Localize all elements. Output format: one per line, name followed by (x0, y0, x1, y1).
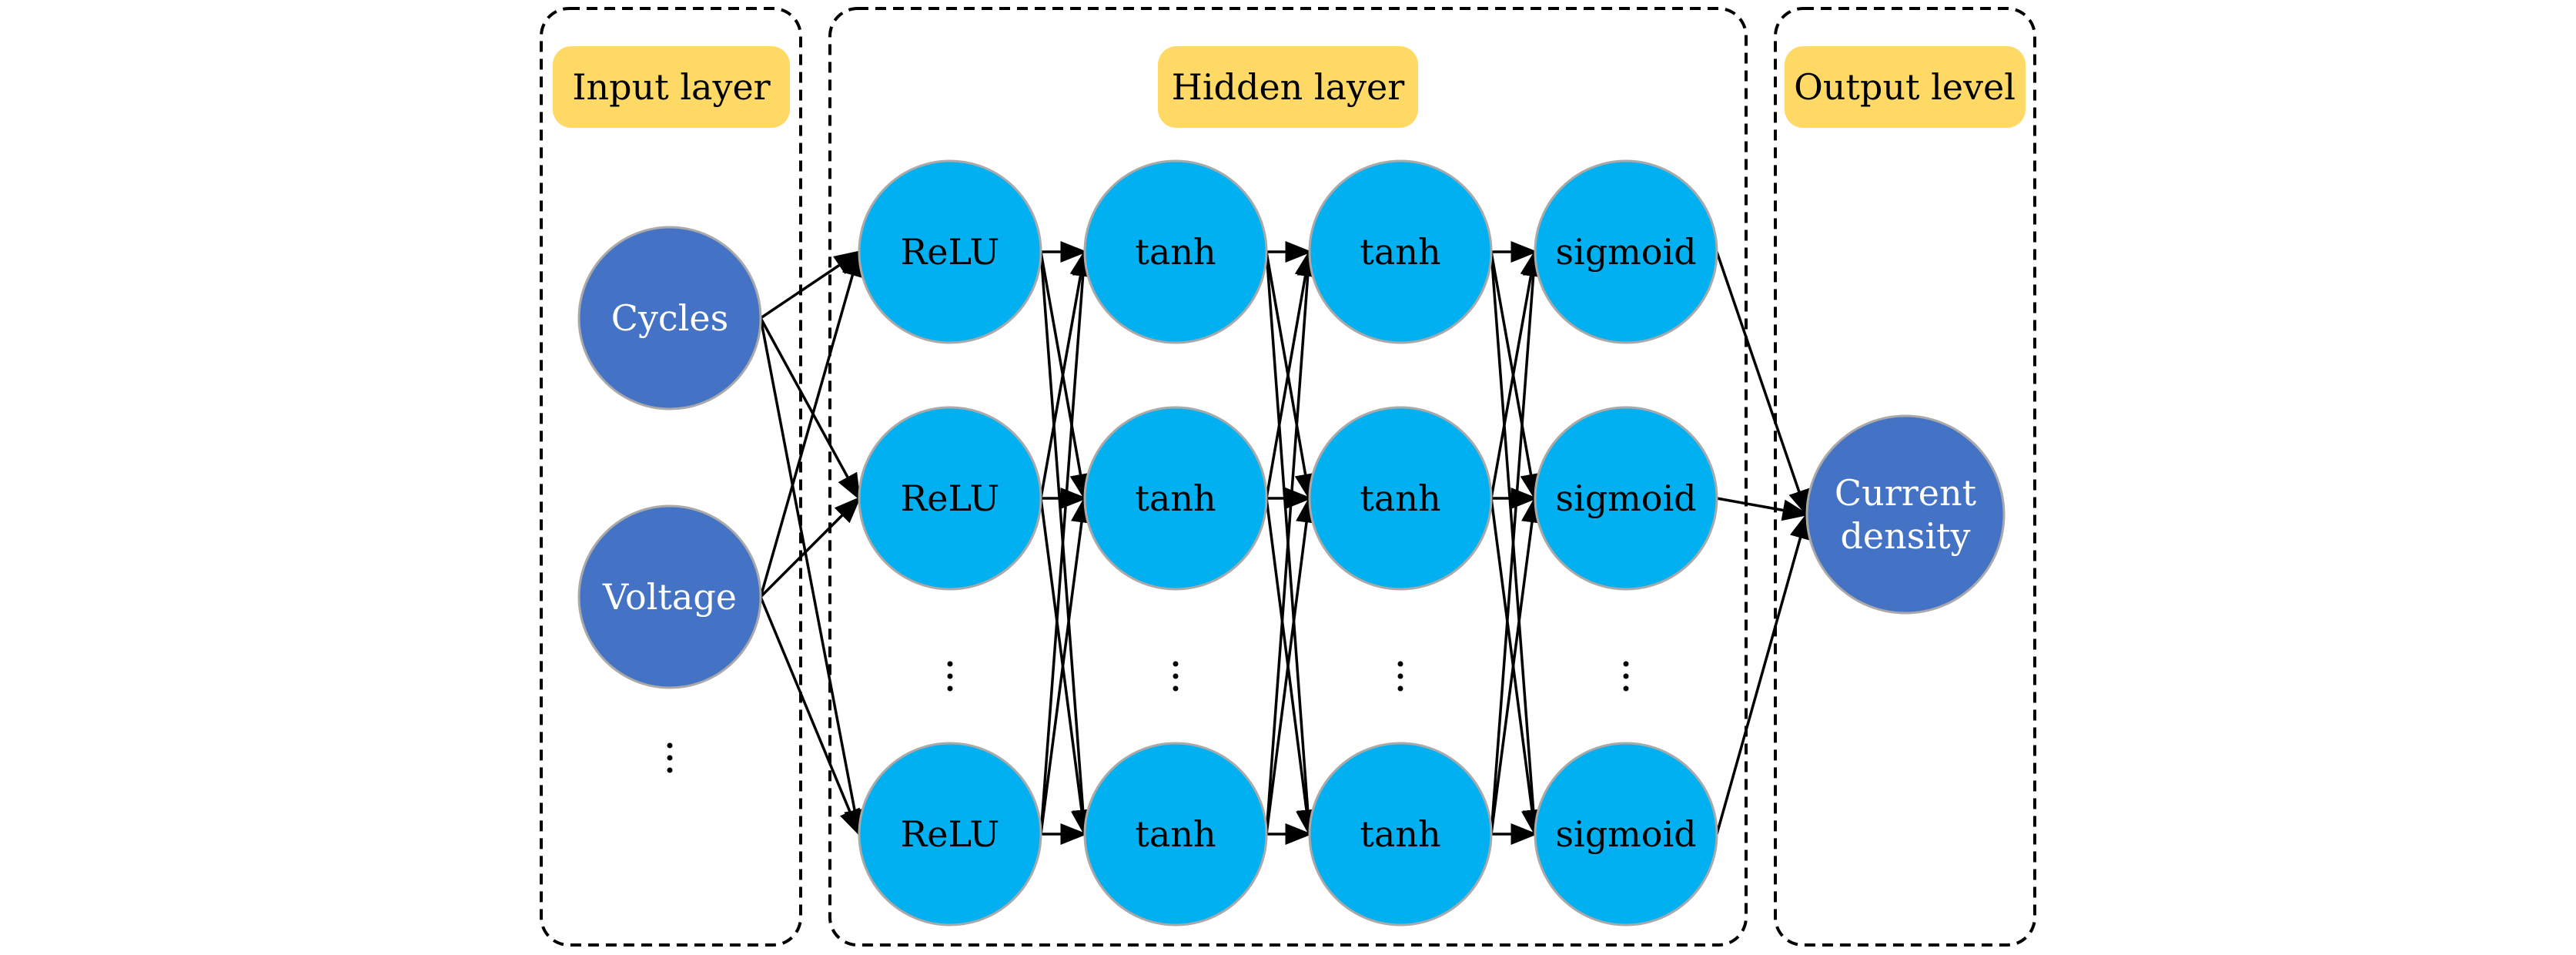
input-layer-title: Input layer (572, 66, 770, 108)
hidden-node: sigmoid (1534, 406, 1718, 591)
hidden-node-label: sigmoid (1555, 478, 1696, 519)
output-layer-header: Output level (1785, 46, 2026, 128)
hidden-node: tanh (1083, 159, 1268, 344)
hidden-node: sigmoid (1534, 742, 1718, 927)
ellipsis-hidden-col-2 (1173, 661, 1179, 692)
input-node-cycles: Cycles (577, 226, 762, 410)
hidden-node: tanh (1308, 742, 1493, 927)
hidden-node-label: ReLU (901, 813, 1000, 855)
edge-input-to-hidden (759, 317, 865, 837)
ellipsis-hidden-col-4 (1623, 661, 1629, 692)
hidden-node-label: tanh (1135, 813, 1216, 855)
edge-hidden-to-hidden (1265, 249, 1319, 835)
edge-hidden-to-output (1715, 251, 1810, 518)
hidden-node: tanh (1308, 406, 1493, 591)
hidden-layer-header: Hidden layer (1158, 46, 1418, 128)
hidden-node: tanh (1083, 406, 1268, 591)
ellipsis-hidden-col-3 (1397, 661, 1403, 692)
edge-input-to-hidden (759, 249, 863, 598)
ellipsis-hidden-col-1 (947, 661, 953, 692)
hidden-layer-title: Hidden layer (1172, 66, 1405, 108)
input-layer-header: Input layer (553, 46, 790, 128)
edge-hidden-to-output (1716, 497, 1810, 521)
hidden-layer-box (828, 7, 1748, 947)
hidden-node-label: ReLU (901, 478, 1000, 519)
hidden-node-label: tanh (1360, 813, 1440, 855)
edge-hidden-to-output (1715, 511, 1811, 835)
output-node-label-line1: Current (1835, 472, 1977, 514)
hidden-node: ReLU (858, 406, 1042, 591)
hidden-node: tanh (1083, 742, 1268, 927)
output-node-label-line2: density (1840, 515, 1970, 557)
hidden-node-label: tanh (1360, 231, 1440, 273)
edge-hidden-to-hidden (1490, 495, 1543, 835)
hidden-node-label: tanh (1135, 231, 1216, 273)
output-layer-title: Output level (1794, 66, 2016, 108)
edge-hidden-to-hidden (1265, 249, 1316, 499)
edge-hidden-to-hidden (1039, 249, 1092, 499)
hidden-node-label: ReLU (901, 231, 1000, 273)
hidden-node-label: tanh (1135, 478, 1216, 519)
edge-hidden-to-hidden (1490, 249, 1542, 499)
edge-input-to-hidden (759, 317, 861, 501)
edge-input-to-hidden (759, 496, 861, 598)
hidden-node: sigmoid (1534, 159, 1718, 344)
input-node-label: Voltage (602, 576, 737, 618)
output-node-current-density: Current density (1805, 414, 2006, 615)
connection-edges (759, 241, 1811, 845)
hidden-node: tanh (1308, 159, 1493, 344)
hidden-node: ReLU (858, 742, 1042, 927)
edge-input-to-hidden (759, 596, 861, 837)
edge-hidden-to-hidden (1039, 249, 1094, 835)
output-layer-box (1774, 7, 2036, 947)
edge-hidden-to-hidden (1039, 495, 1092, 835)
input-node-label: Cycles (611, 297, 729, 339)
ellipsis-input (667, 742, 673, 773)
input-node-voltage: Voltage (577, 504, 762, 689)
hidden-node-label: tanh (1360, 478, 1440, 519)
edge-hidden-to-hidden (1265, 495, 1317, 835)
hidden-node: ReLU (858, 159, 1042, 344)
edge-hidden-to-hidden (1490, 249, 1544, 835)
hidden-node-label: sigmoid (1555, 231, 1696, 273)
input-layer-box (540, 7, 802, 947)
hidden-node-label: sigmoid (1555, 813, 1696, 855)
